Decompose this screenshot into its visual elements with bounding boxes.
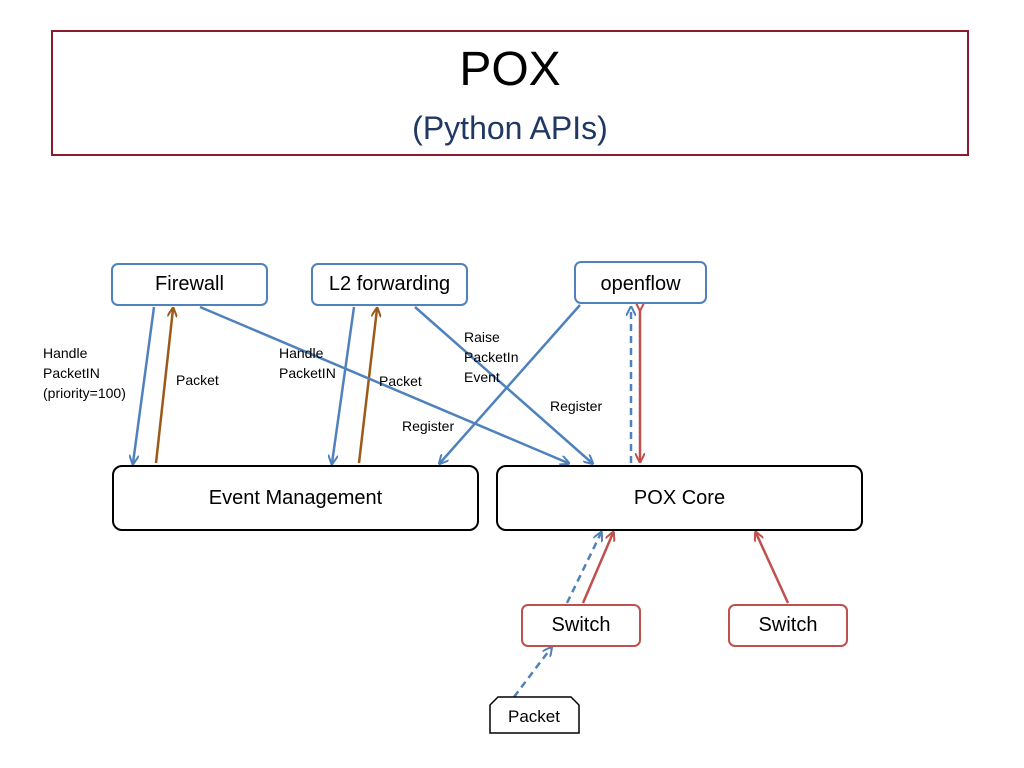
arrow-firewall-register: [199, 305, 568, 463]
switch-right-box: Switch: [728, 604, 848, 647]
arrow-packet-to-switch: [513, 648, 551, 698]
event-management-label: Event Management: [208, 486, 383, 509]
switch-left-label: Switch: [551, 614, 611, 636]
pox-core-box: POX Core: [496, 465, 863, 531]
label-l2-handle: Handle PacketIN: [279, 345, 336, 381]
title-box: POX (Python APIs): [51, 30, 969, 156]
label-firewall-packet: Packet: [176, 372, 219, 388]
switch-right-label: Switch: [758, 614, 818, 636]
label-l2-packet: Packet: [379, 373, 422, 389]
packet-shape: [489, 696, 580, 734]
l2-forwarding-box: L2 forwarding: [311, 263, 468, 306]
label-register-openflow: Register: [402, 418, 455, 434]
arrow-switch-right-connection: [756, 533, 790, 604]
slide-subtitle: (Python APIs): [412, 110, 608, 146]
firewall-box: Firewall: [111, 263, 268, 306]
openflow-label: openflow: [600, 273, 681, 295]
label-register-l2: Register: [550, 398, 603, 414]
arrow-l2-register: [414, 306, 592, 463]
arrow-switch-left-packet: [565, 533, 601, 604]
arrow-firewall-packet: [154, 309, 173, 464]
packet-label: Packet: [508, 707, 560, 726]
pox-core-label: POX Core: [633, 486, 726, 509]
event-management-box: Event Management: [112, 465, 479, 531]
arrow-l2-handle-packetin: [332, 306, 356, 463]
firewall-label: Firewall: [155, 273, 224, 295]
arrow-l2-packet: [357, 309, 377, 464]
arrow-firewall-handle-packetin: [133, 306, 156, 463]
slide-title: POX: [459, 43, 561, 96]
label-raise-event: Raise PacketIn Event: [464, 329, 519, 385]
arrow-openflow-raise-event: [440, 304, 581, 463]
label-firewall-handle: Handle PacketIN (priority=100): [43, 345, 126, 401]
arrow-switch-left-connection: [581, 533, 613, 604]
switch-left-box: Switch: [521, 604, 641, 647]
l2-forwarding-label: L2 forwarding: [328, 273, 451, 295]
openflow-box: openflow: [574, 261, 707, 304]
